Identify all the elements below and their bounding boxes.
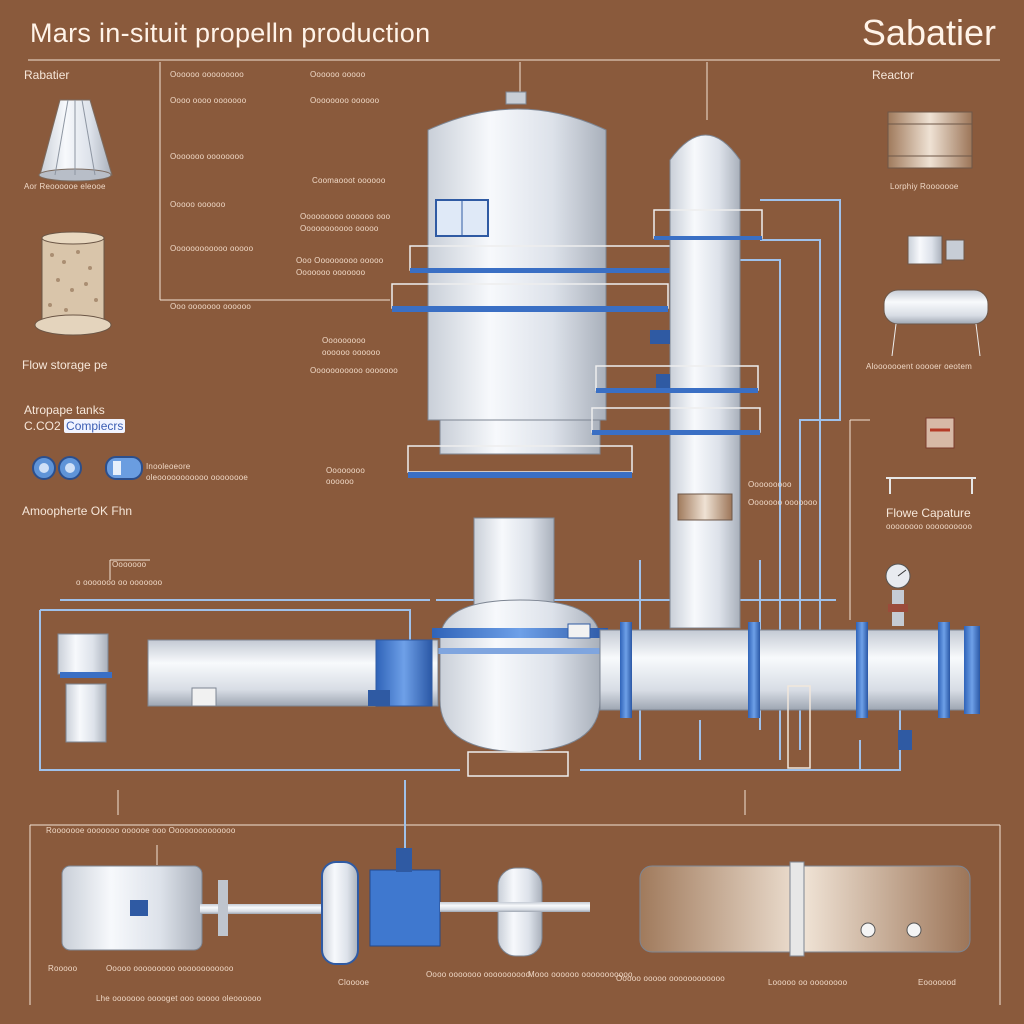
a-caption-2: oooooo xyxy=(326,477,354,486)
heater-icon xyxy=(925,417,955,449)
bottom-caption-0: Rooooo xyxy=(48,964,78,973)
warn-2: Ooooooooooo ooooo xyxy=(300,224,379,233)
nozzle-sub: o ooooooo oo ooooooo xyxy=(76,578,163,587)
column-caption: Coomaooot oooooo xyxy=(312,176,386,185)
dots-caption: Ooooooooooo ooooooo xyxy=(310,366,398,375)
reactor-caption: Lorphiy Rooooooe xyxy=(890,182,959,191)
leader-lines xyxy=(29,62,1001,1005)
pump-1: Ooooooooo xyxy=(322,336,366,345)
bottom-caption-4: Mooo oooooo ooooooooooo xyxy=(528,970,633,979)
atm-ok-label: Amoopherte OK Fhn xyxy=(22,504,133,518)
atm-tanks-label: Atropape tanks xyxy=(24,403,105,417)
warn-1: Ooooooooo oooooo ooo xyxy=(300,212,391,221)
bottom-caption-5: Ooooo ooooo oooooooooooo xyxy=(616,974,725,983)
reactor-label: Reactor xyxy=(872,68,915,82)
mid-4: Ooo ooooooo oooooo xyxy=(170,302,252,311)
pill-caption-1: Inooleoeore xyxy=(146,462,191,471)
small-tank-icon xyxy=(907,235,965,265)
horizontal-heat-exchanger xyxy=(599,622,980,769)
callout-top-left-4: Ooooo oooooo xyxy=(170,200,226,209)
distillation-column xyxy=(591,134,763,629)
page-title: Mars in-situit propelln production xyxy=(30,18,431,48)
pill-caption-2: oleooooooooooo oooooooe xyxy=(146,473,249,482)
mid-1: Oooooooooooo ooooo xyxy=(170,244,254,253)
a-caption: Oooooooo xyxy=(326,466,365,475)
co2-text: C.CO2 xyxy=(24,419,61,433)
pressure-gauge-icon xyxy=(885,563,911,626)
bottom-equipment xyxy=(61,848,971,965)
porous-storage-icon xyxy=(34,231,112,336)
compressor-train xyxy=(57,633,439,743)
callout-top-left-2: Oooo oooo ooooooo xyxy=(170,96,247,105)
mid-2: Ooo Ooooooooo ooooo xyxy=(296,256,384,265)
co2-badge: Compiecrs xyxy=(64,419,126,433)
flow-capture-sub: oooooooo oooooooooo xyxy=(886,522,973,531)
callout-top-left-1: Oooooo ooooooooo xyxy=(170,70,244,79)
bottom-heading: Rooooooe ooooooo oooooe ooo Oooooooooooo… xyxy=(46,826,236,835)
atmosphere-tank-icons xyxy=(32,456,143,480)
callout-top-left-3: Ooooooo oooooooo xyxy=(170,152,244,161)
left-label-rabatier: Rabatier xyxy=(24,68,70,82)
brand-label: Sabatier xyxy=(861,12,996,53)
nozzle-label: Ooooooo xyxy=(112,560,147,569)
bottom-caption-1: Ooooo ooooooooo oooooooooooo xyxy=(106,964,234,973)
cone-caption: Aor Reoooooe eleooe xyxy=(24,182,106,191)
bottom-caption-3: Oooo ooooooo oooooooooo xyxy=(426,970,531,979)
mid-3: Ooooooo ooooooo xyxy=(296,268,366,277)
col-side-2: Ooooooo ooooooo xyxy=(748,498,818,507)
separator-tank-icon xyxy=(883,289,989,357)
stand-icon xyxy=(886,477,976,494)
bottom-caption-6: Looooo oo oooooooo xyxy=(768,978,848,987)
callout-top-mid-1: Oooooo ooooo xyxy=(310,70,366,79)
bottom-caption-2: Clooooe xyxy=(338,978,370,987)
pump-2: oooooo oooooo xyxy=(322,348,381,357)
flow-capture-label: Flowe Capature xyxy=(886,506,971,520)
flow-storage-label: Flow storage pe xyxy=(22,358,108,372)
reactor-drum-icon xyxy=(887,111,973,169)
cone-filter-icon xyxy=(38,99,113,182)
co2-label: C.CO2 Compiecrs xyxy=(24,419,126,433)
separator-caption: Alooooooent ooooer oeotem xyxy=(866,362,972,371)
callout-top-mid-2: Oooooooo oooooo xyxy=(310,96,380,105)
main-reactor-vessel xyxy=(391,91,673,777)
bottom-caption-7: Eooooood xyxy=(918,978,957,987)
process-pipes xyxy=(39,199,901,860)
col-side-1: Ooooooooo xyxy=(748,480,792,489)
bottom-footnote: Lhe ooooooo ooooget ooo ooooo oleoooooo xyxy=(96,994,262,1003)
